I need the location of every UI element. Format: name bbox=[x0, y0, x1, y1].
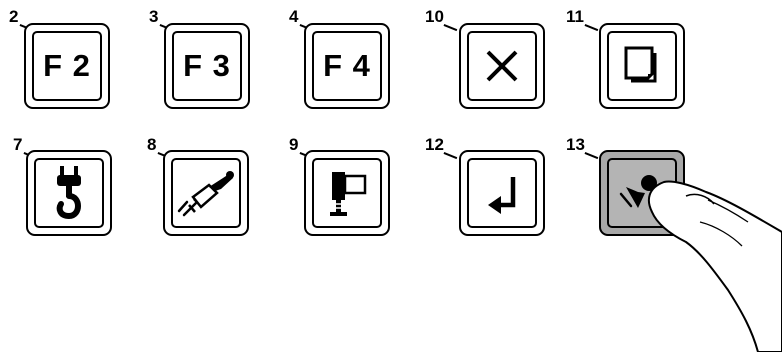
pointing-finger-illustration bbox=[0, 0, 782, 352]
